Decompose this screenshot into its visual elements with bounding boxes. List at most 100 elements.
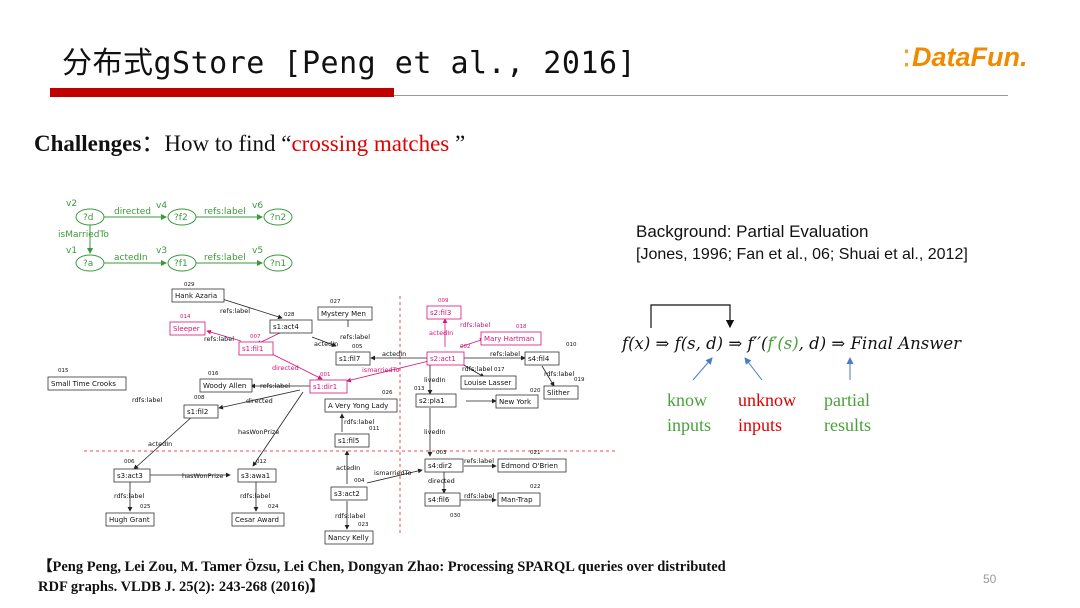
edge-label: rdfs:label <box>544 370 574 378</box>
label-line: results <box>824 415 871 435</box>
graph-node: s4:dir2 <box>428 462 452 470</box>
graph-node: s3:act2 <box>334 490 360 498</box>
query-var-label: v6 <box>252 201 263 211</box>
challenge-highlight: crossing matches <box>291 131 450 156</box>
query-node-label: ?a <box>83 259 93 269</box>
node-id: 019 <box>574 377 585 383</box>
graph-node: Hank Azaria <box>175 292 217 300</box>
graph-node: s2:pla1 <box>419 397 445 405</box>
node-id: 010 <box>566 342 577 348</box>
node-id: 007 <box>250 334 261 340</box>
graph-node: s1:fil5 <box>338 437 359 445</box>
formula-part-2: , d) ⇒ Final Answer <box>798 334 961 353</box>
graph-node: Mystery Men <box>321 310 366 318</box>
query-edge-label: refs:label <box>204 253 246 263</box>
node-id: 023 <box>358 522 369 528</box>
query-edge-label: actedIn <box>114 253 148 263</box>
graph-node: s1:act4 <box>273 323 299 331</box>
query-graph: v2 v4 v6 v1 v3 v5 ?d ?f2 ?n2 ?a ?f1 ?n1 … <box>58 199 293 272</box>
title-divider <box>394 95 1008 96</box>
node-id: 016 <box>208 371 219 377</box>
formula-part-1: f(x) ⇒ f(s, d) ⇒ f′′( <box>622 334 768 353</box>
node-id: 005 <box>352 344 363 350</box>
node-id: 003 <box>436 450 447 456</box>
edge-label: refs:label <box>220 307 250 315</box>
datafun-logo: ⁚DataFun. <box>903 42 1028 73</box>
challenge-colon: ： <box>141 131 165 156</box>
graph-node: s1:fil2 <box>187 408 208 416</box>
node-id: 029 <box>184 282 195 288</box>
graph-node: Mary Hartman <box>484 335 534 343</box>
graph-node: s4:fil6 <box>428 496 450 504</box>
partial-evaluation-formula: f(x) ⇒ f(s, d) ⇒ f′′(f′(s), d) ⇒ Final A… <box>622 334 961 353</box>
graph-node: s2:fil3 <box>430 309 451 317</box>
label-line: partial <box>824 390 870 410</box>
edge-label: refs:label <box>464 457 494 465</box>
challenge-label: Challenges <box>34 131 142 156</box>
edge-label: refs:label <box>490 350 520 358</box>
edge-label: actedIn <box>148 440 172 448</box>
graph-node: Slither <box>547 389 570 397</box>
graph-node: s2:act1 <box>430 355 456 363</box>
node-id: 009 <box>438 298 449 304</box>
graph-node: s3:act3 <box>117 472 143 480</box>
rdf-graph-figure: v2 v4 v6 v1 v3 v5 ?d ?f2 ?n2 ?a ?f1 ?n1 … <box>47 199 616 545</box>
graph-node: Edmond O'Brien <box>501 462 558 470</box>
data-graph-node-ids: 029 014 028 027 009 018 007 005 002 010 … <box>58 282 585 528</box>
graph-node: s4:fil4 <box>528 355 550 363</box>
edge-label: directed <box>272 364 299 372</box>
edge-label: refs:label <box>204 335 234 343</box>
query-var-label: v3 <box>156 246 167 256</box>
graph-node: Cesar Award <box>235 516 279 524</box>
query-node-label: ?f2 <box>174 213 188 223</box>
edge-label: refs:label <box>260 382 290 390</box>
slide-title: 分布式gStore [Peng et al., 2016] <box>62 46 637 81</box>
node-id: 008 <box>194 395 205 401</box>
node-id: 004 <box>354 478 365 484</box>
edge-label: livedIn <box>424 428 446 436</box>
reference-line: RDF graphs. VLDB J. 25(2): 243-268 (2016… <box>38 579 324 595</box>
node-id: 027 <box>330 299 341 305</box>
data-graph-nodes: Hank Azaria Sleeper s1:act4 Mystery Men … <box>47 288 579 545</box>
edge-label: actedIn <box>336 464 360 472</box>
graph-node: Man-Trap <box>501 496 533 504</box>
graph-node: Sleeper <box>173 325 200 333</box>
graph-node: A Very Yong Lady <box>328 402 388 410</box>
query-var-label: v5 <box>252 246 263 256</box>
graph-node: s1:fil7 <box>339 355 360 363</box>
graph-node: s1:fil1 <box>242 345 263 353</box>
node-id: 001 <box>320 372 331 378</box>
node-id: 028 <box>284 312 295 318</box>
edge-label: rdfs:label <box>464 492 494 500</box>
graph-node: s1:dir1 <box>313 383 337 391</box>
edge-label: rdfs:label <box>460 321 490 329</box>
query-edge-label: directed <box>114 207 151 217</box>
query-node <box>263 208 293 226</box>
reference-citation: 【Peng Peng, Lei Zou, M. Tamer Özsu, Lei … <box>38 557 726 597</box>
page-number: 50 <box>983 572 997 586</box>
edge-label: rdfs:label <box>344 418 374 426</box>
edge-label: rdfs:label <box>132 396 162 404</box>
node-id: 020 <box>530 388 541 394</box>
edge-label: hasWonPrize <box>182 472 223 480</box>
known-input-arrow <box>692 357 713 380</box>
query-var-label: v1 <box>66 246 77 256</box>
query-node-label: ?n1 <box>270 259 286 269</box>
edge-label: actedIn <box>429 329 453 337</box>
bracket-arrow <box>650 304 735 329</box>
graph-node: Small Time Crooks <box>51 380 116 388</box>
node-id: 021 <box>530 450 541 456</box>
node-id: 014 <box>180 314 191 320</box>
query-node <box>263 254 293 272</box>
background-heading: Background: Partial Evaluation <box>636 222 869 241</box>
node-id: 026 <box>382 390 393 396</box>
query-var-label: v4 <box>156 201 167 211</box>
label-line: unknow <box>738 390 796 410</box>
node-id: 012 <box>256 459 267 465</box>
graph-node: New York <box>499 398 532 406</box>
edge-label: rdfs:label <box>335 512 365 520</box>
query-node-label: ?f1 <box>174 259 188 269</box>
edge-label: directed <box>428 477 455 485</box>
